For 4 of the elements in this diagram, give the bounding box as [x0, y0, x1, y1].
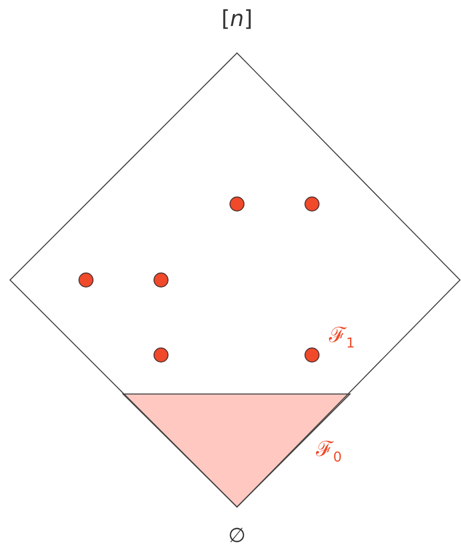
family-label: ℱ$_{0}$ [316, 439, 342, 465]
top-element-label: [n] [221, 9, 253, 31]
family-label: ℱ$_{1}$ [329, 325, 355, 351]
empty-set-label: ∅ [228, 525, 246, 545]
